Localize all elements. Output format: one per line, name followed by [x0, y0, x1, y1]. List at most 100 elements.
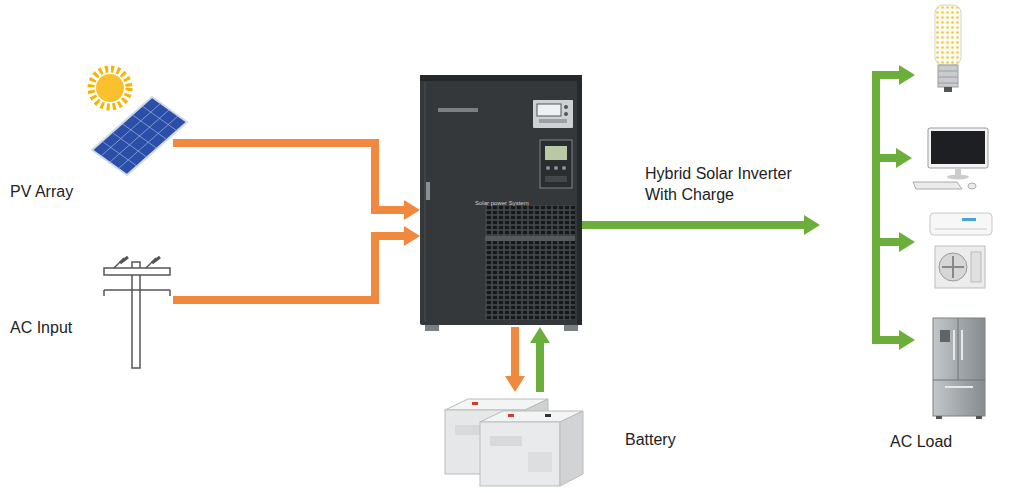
- fridge-icon: [953, 330, 955, 360]
- fridge-icon: [933, 380, 985, 381]
- connector-label: Hybrid Solar Inverter With Charge: [645, 163, 817, 205]
- load-bus: [872, 71, 880, 344]
- inverter-cabinet: [485, 236, 575, 241]
- sun-icon: [91, 69, 129, 107]
- inverter-cabinet: [425, 325, 439, 331]
- ac-load-node: AC Load: [820, 0, 1020, 470]
- computer-icon: [968, 183, 976, 189]
- air-conditioner-icon: [962, 218, 976, 221]
- fridge-icon: [945, 386, 973, 388]
- air-conditioner-icon: [930, 213, 992, 235]
- battery-icon: [472, 402, 478, 405]
- inverter-cabinet: [562, 166, 566, 170]
- ac-input-node: AC Input: [8, 250, 173, 375]
- battery-icon: [490, 436, 522, 446]
- air-conditioner-icon: [971, 252, 981, 282]
- load-bus: [872, 238, 899, 246]
- inverter-cabinet: [564, 105, 568, 109]
- battery-icon: [445, 399, 583, 486]
- load-bus: [872, 71, 899, 79]
- computer-icon: [913, 128, 988, 189]
- utility-pole-icon: [104, 289, 170, 291]
- utility-pole-icon: [152, 257, 160, 263]
- solar-panel-icon: [92, 97, 187, 175]
- inverter-cabinet: [533, 100, 573, 128]
- utility-pole-icon: [132, 262, 140, 368]
- air-conditioner-icon: [952, 256, 954, 278]
- power-flow-arrow: [511, 327, 519, 376]
- pv-array-node: PV Array: [8, 70, 173, 210]
- inverter-cabinet: [554, 166, 558, 170]
- inverter-node: Solar power System: [420, 75, 582, 327]
- inverter-cabinet: [420, 75, 582, 331]
- battery-icon: [545, 414, 551, 417]
- fridge-icon: [976, 416, 982, 419]
- utility-pole-icon: [104, 268, 170, 275]
- panel-text: Solar power System: [475, 199, 529, 207]
- sun-icon: [96, 74, 124, 102]
- inverter-cabinet: [425, 82, 426, 322]
- inverter-cabinet: [438, 108, 478, 112]
- utility-pole-icon: [120, 257, 128, 263]
- bulb-icon: [938, 71, 958, 72]
- fridge-icon: [933, 318, 985, 416]
- fridge-icon: [936, 416, 942, 419]
- bulb-icon: [935, 5, 961, 65]
- computer-icon: [931, 131, 985, 164]
- battery-icon: [480, 422, 560, 486]
- air-conditioner-icon: [939, 253, 967, 281]
- utility-pole-icon: [169, 290, 171, 296]
- load-bus: [872, 71, 899, 344]
- inverter-cabinet: [545, 146, 567, 160]
- inverter-cabinet: [426, 182, 430, 200]
- inverter-cabinet: [537, 104, 561, 116]
- inverter-cabinet: [545, 176, 567, 182]
- load-bus: [872, 336, 899, 344]
- solar-panel-icon: [118, 116, 178, 169]
- inverter-cabinet: [564, 112, 568, 116]
- load-bus: [872, 154, 896, 162]
- solar-panel-icon: [92, 97, 187, 175]
- air-conditioner-icon: [935, 229, 987, 230]
- computer-icon: [947, 175, 969, 180]
- air-conditioner-icon: [930, 213, 992, 288]
- component-label: AC Input: [10, 318, 72, 338]
- power-flow-arrow: [173, 236, 404, 300]
- inverter-cabinet: [540, 140, 572, 188]
- inverter-cabinet: [546, 166, 550, 170]
- component-label: Battery: [625, 430, 676, 450]
- battery-node: Battery: [435, 392, 695, 488]
- inverter-cabinet: [539, 119, 567, 123]
- inverter-cabinet: [485, 205, 575, 320]
- air-conditioner-icon: [935, 246, 985, 288]
- battery-icon: [560, 411, 583, 486]
- bulb-icon: [944, 87, 952, 92]
- power-flow-arrow: [173, 143, 404, 210]
- fridge-icon: [933, 318, 985, 419]
- fridge-icon: [961, 330, 963, 360]
- battery-icon: [508, 414, 514, 417]
- power-flow-arrow: [536, 343, 544, 392]
- utility-pole-icon: [104, 257, 170, 368]
- fridge-icon: [958, 318, 959, 380]
- computer-icon: [913, 182, 962, 189]
- component-label: AC Load: [890, 432, 952, 452]
- inverter-cabinet: [420, 75, 582, 81]
- fridge-icon: [940, 330, 950, 342]
- bulb-icon: [938, 77, 958, 78]
- inverter-cabinet: [420, 75, 582, 325]
- bulb-icon: [938, 83, 958, 84]
- solar-panel-icon: [101, 103, 161, 156]
- bulb-icon: [935, 5, 961, 92]
- computer-icon: [928, 128, 988, 168]
- battery-icon: [528, 452, 552, 472]
- solar-panel-icon: [92, 97, 187, 175]
- inverter-cabinet: [577, 75, 582, 325]
- inverter-cabinet: [564, 325, 578, 331]
- sun-icon: [91, 69, 129, 107]
- solar-panel-icon: [110, 110, 170, 163]
- bulb-icon: [938, 65, 958, 87]
